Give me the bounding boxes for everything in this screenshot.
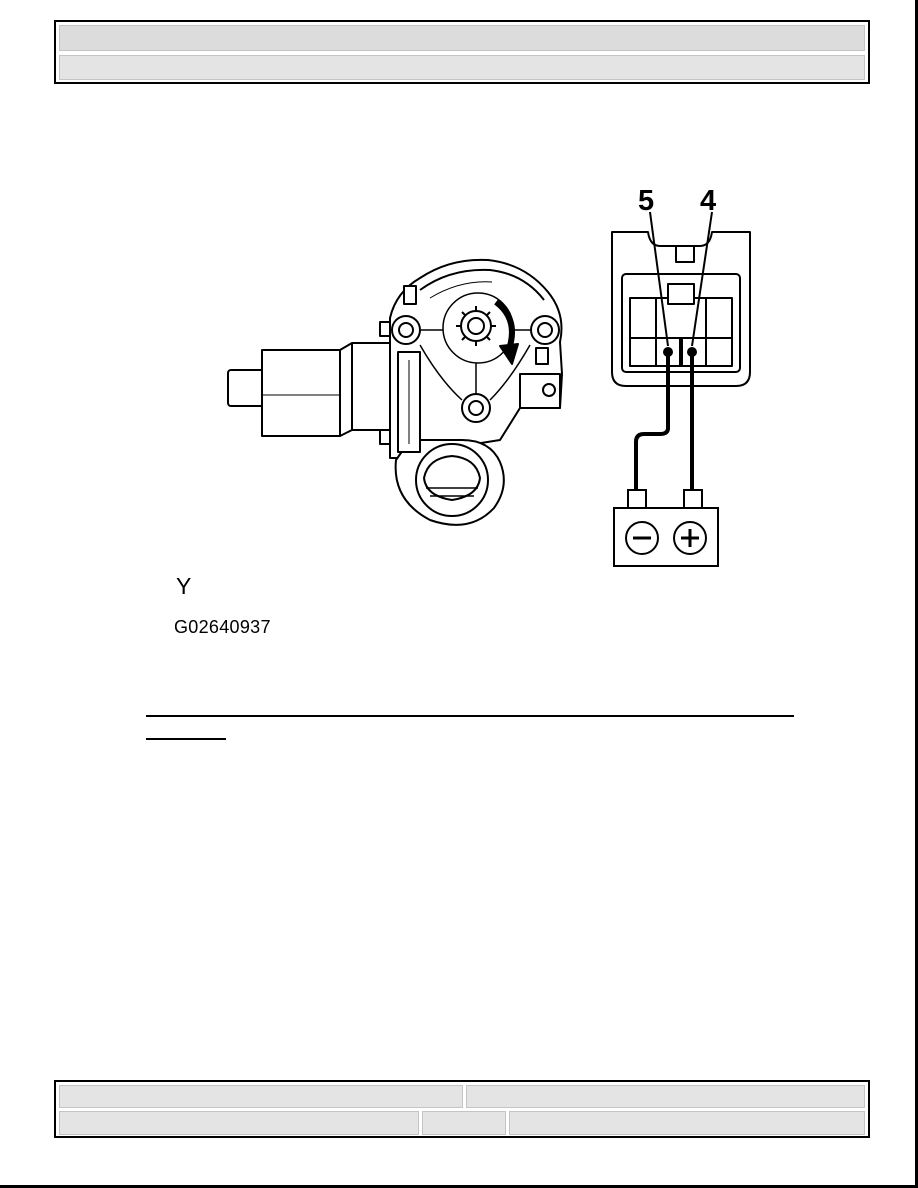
probe-tip-positive bbox=[687, 347, 697, 357]
probe-tip-negative bbox=[663, 347, 673, 357]
footer-cell-1 bbox=[59, 1085, 463, 1108]
test-leads bbox=[634, 352, 694, 492]
pin-label-5: 5 bbox=[638, 185, 654, 217]
figure-letter: Y bbox=[176, 573, 192, 599]
page-header bbox=[54, 20, 870, 84]
window-regulator-motor bbox=[227, 258, 563, 526]
section-rule bbox=[146, 715, 794, 717]
pin-label-4: 4 bbox=[700, 185, 716, 217]
section-rule-short bbox=[146, 738, 226, 740]
motor-connector bbox=[611, 211, 751, 387]
header-subtitle-bar bbox=[59, 55, 865, 80]
battery bbox=[613, 489, 719, 567]
figure-id: G02640937 bbox=[174, 617, 271, 637]
footer-cell-4 bbox=[422, 1111, 506, 1135]
footer-cell-2 bbox=[466, 1085, 865, 1108]
page-footer bbox=[54, 1080, 870, 1138]
footer-cell-5 bbox=[509, 1111, 865, 1135]
header-title-bar bbox=[59, 25, 865, 51]
battery-symbols bbox=[633, 529, 699, 547]
footer-cell-3 bbox=[59, 1111, 419, 1135]
